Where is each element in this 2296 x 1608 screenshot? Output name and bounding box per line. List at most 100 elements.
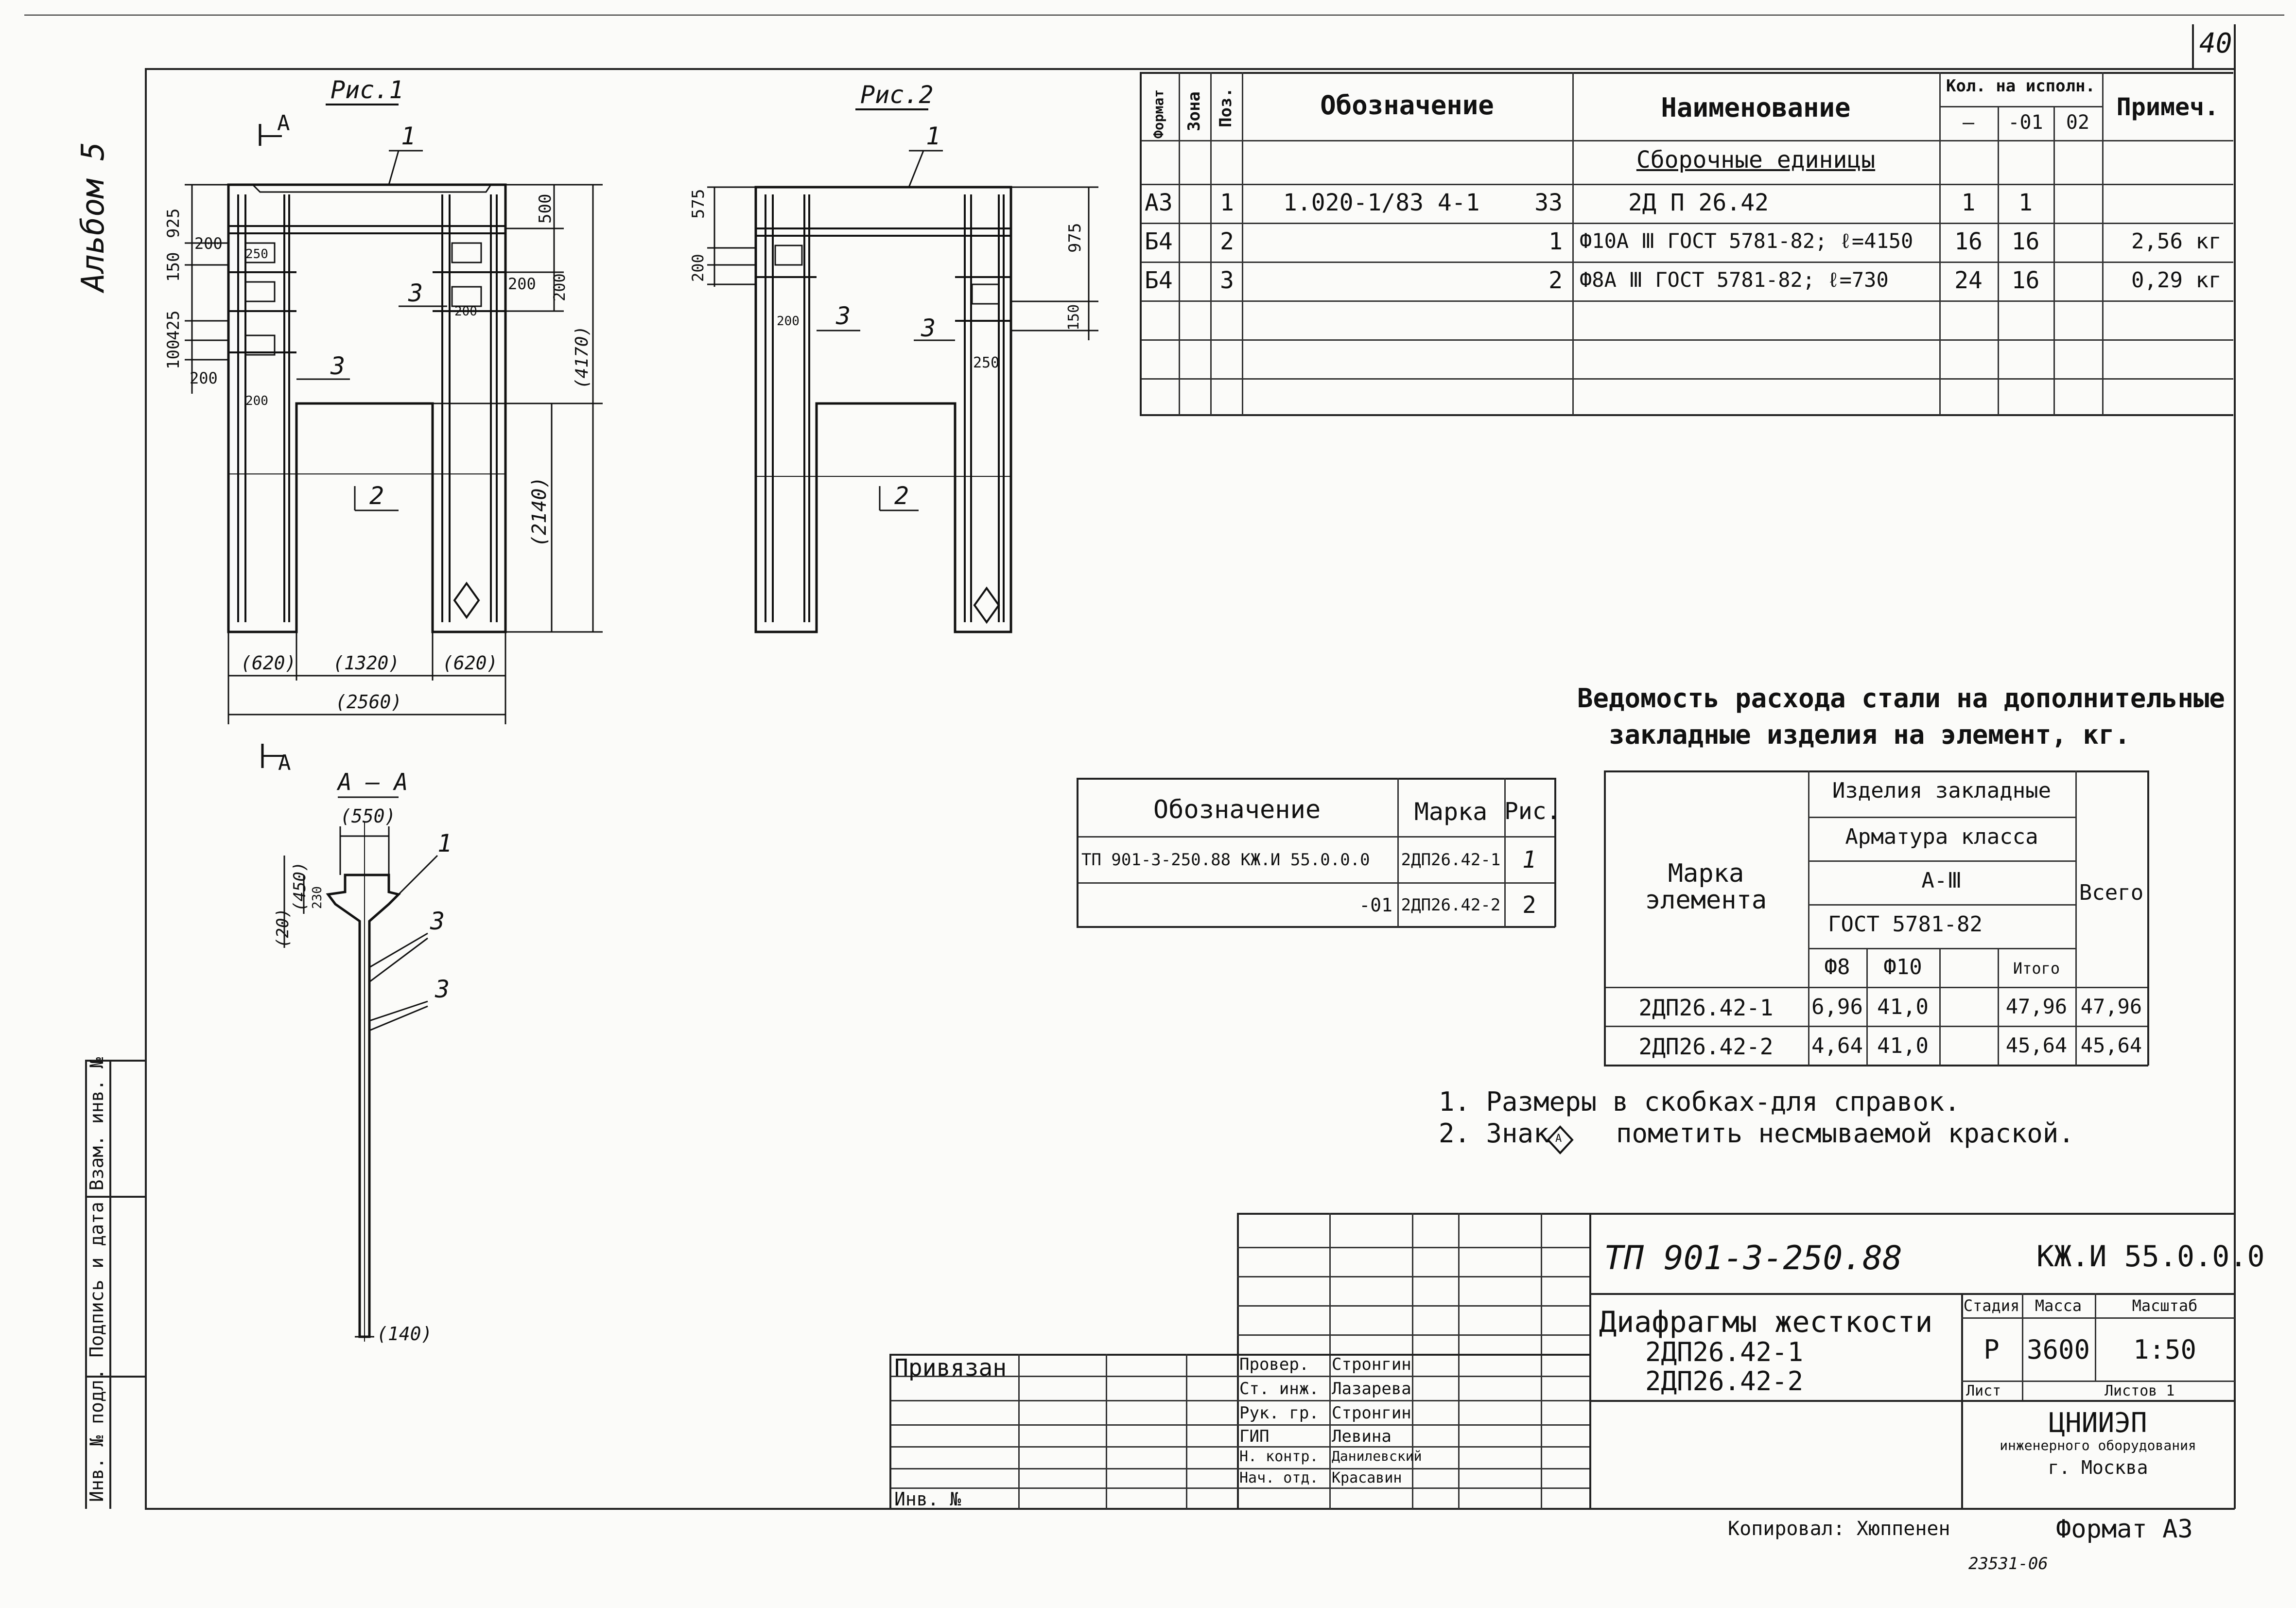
spec-header-note: Примеч.	[2116, 93, 2219, 121]
fig1-plate	[451, 242, 482, 263]
fig1-dim-4170: (4170)	[572, 325, 592, 389]
marks-row-fig: 2	[1522, 891, 1536, 919]
tb-subtitle2: 2ДП26.42-2	[1645, 1366, 1804, 1397]
tb-person: Лазарева	[1332, 1379, 1411, 1398]
fig1-callout-2: 2	[369, 482, 384, 510]
steel-header-embedded: Изделия закладные	[1832, 778, 2052, 803]
spec-row-des-num: 2	[1548, 267, 1563, 294]
tb-person: Стронгин	[1332, 1355, 1411, 1374]
steel-row-all: 45,64	[2080, 1033, 2142, 1057]
section-title: А — А	[338, 769, 408, 796]
section-dim-450: (450)	[290, 861, 310, 911]
section-dim-550: (550)	[340, 805, 396, 827]
section-mark: А	[278, 751, 291, 775]
fig1-dim-620a: (620)	[241, 652, 296, 674]
fig1-plate	[451, 286, 482, 307]
fig1-plate	[244, 281, 276, 302]
side-strip-line3	[85, 1376, 146, 1378]
tb-role: Н. контр.	[1239, 1448, 1319, 1465]
section-callout-3a: 3	[430, 907, 445, 935]
tb-scale: 1:50	[2133, 1334, 2197, 1365]
spec-row-q2: 16	[2011, 228, 2040, 255]
spec-row-pos: 1	[1220, 189, 1234, 216]
fig2-dim-200: 200	[689, 254, 707, 282]
tb-bound: Привязан	[894, 1354, 1007, 1381]
fig1-leader-1	[388, 150, 400, 185]
tb-mass-label: Масса	[2035, 1296, 2082, 1315]
section-callout-3b: 3	[435, 975, 450, 1003]
fig1-dim-925: 925	[164, 208, 183, 238]
spec-row-q1: 16	[1954, 228, 1983, 255]
fig1-title: Рис.1	[330, 76, 404, 104]
steel-row-total: 47,96	[2005, 995, 2068, 1018]
spec-row-des-num: 33	[1534, 189, 1563, 216]
fig2-dim-150: 150	[1065, 304, 1082, 331]
steel-row-d8: 6,96	[1811, 995, 1863, 1019]
spec-header-qty: Кол. на исполн.	[1946, 76, 2096, 96]
spec-row-name: Ф10А Ⅲ ГОСТ 5781-82; ℓ=4150	[1580, 229, 1913, 253]
spec-header-q3: 02	[2066, 111, 2090, 134]
notes-mark-letter: А	[1555, 1133, 1562, 1145]
fig1-dim-200b: 200	[190, 369, 218, 387]
spec-row-name: Ф8А Ⅲ ГОСТ 5781-82; ℓ=730	[1580, 268, 1889, 292]
spec-row-format: Б4	[1145, 267, 1173, 294]
tb-inv: Инв. №	[894, 1488, 961, 1510]
fig1-dim-200r: 200	[508, 275, 536, 293]
tb-subtitle1: 2ДП26.42-1	[1645, 1337, 1804, 1367]
fig1-outline	[227, 183, 507, 633]
fig2-outline	[754, 186, 1012, 633]
section-dim-20: (20)	[273, 908, 293, 948]
steel-header-total: Итого	[2013, 959, 2060, 978]
marks-header-designation: Обозначение	[1153, 795, 1321, 824]
notes-a-mark	[1547, 1125, 1574, 1154]
steel-header-rebar-class: Арматура класса	[1845, 824, 2038, 849]
fig1-plate	[244, 334, 276, 356]
spec-row-pos: 2	[1220, 228, 1234, 255]
tb-person: Левина	[1332, 1427, 1392, 1446]
tb-stage-label: Стадия	[1963, 1296, 2020, 1315]
fig1-callout-3b: 3	[330, 352, 346, 380]
tb-role: ГИП	[1239, 1427, 1270, 1446]
spec-row-q1: 24	[1954, 267, 1983, 294]
fig2-leader-1	[908, 150, 924, 188]
tb-person: Данилевский	[1332, 1448, 1422, 1464]
fig1-a-mark	[453, 581, 480, 619]
steel-header-class: А-Ⅲ	[1921, 868, 1962, 893]
fig1-dim-200a: 200	[194, 234, 223, 253]
spec-header-q2: -01	[2008, 111, 2043, 134]
fig1-dim-425: 425	[164, 310, 183, 340]
steel-header-d10: Ф10	[1883, 955, 1922, 979]
section-dim-230: 230	[310, 886, 325, 909]
frame-outer-top	[24, 15, 2284, 16]
section-profile	[326, 874, 401, 1338]
fig2-callout-1: 1	[926, 122, 941, 150]
steel-header-d8: Ф8	[1824, 955, 1850, 979]
spec-header-zone: Зона	[1184, 91, 1204, 131]
steel-header-gost: ГОСТ 5781-82	[1828, 912, 1983, 937]
spec-row-designation: 1.020-1/83 4-1	[1283, 189, 1480, 216]
tb-mass: 3600	[2026, 1334, 2090, 1365]
side-strip-left	[85, 1060, 87, 1509]
frame-bottom	[145, 1508, 2235, 1510]
spec-row-format: А3	[1145, 189, 1173, 216]
spec-header-format: Формат	[1150, 89, 1166, 139]
tb-org2: инженерного оборудования	[2000, 1437, 2196, 1453]
tb-org1: ЦНИИЭП	[2049, 1407, 2147, 1439]
spec-row-note: 0,29 кг	[2131, 268, 2222, 293]
fig2-title: Рис.2	[860, 81, 934, 109]
section-leader-3a	[369, 932, 428, 968]
spec-row-q1: 1	[1961, 189, 1976, 216]
spec-row-des-num: 1	[1548, 228, 1563, 255]
format-label: Формат А3	[2056, 1515, 2193, 1544]
fig2-callout-3b: 3	[921, 314, 936, 342]
spec-row-q2: 16	[2011, 267, 2040, 294]
tb-role: Нач. отд.	[1239, 1469, 1319, 1486]
note-2-cont: пометить несмываемой краской.	[1616, 1118, 2074, 1149]
fig1-callout-3a: 3	[408, 279, 423, 307]
side-strip-line2	[85, 1196, 146, 1198]
steel-row-d8: 4,64	[1811, 1033, 1863, 1058]
fig1-dim-1320: (1320)	[333, 652, 400, 674]
fig1-section-mark: А	[277, 111, 290, 136]
tb-title: Диафрагмы жесткости	[1599, 1305, 1933, 1339]
